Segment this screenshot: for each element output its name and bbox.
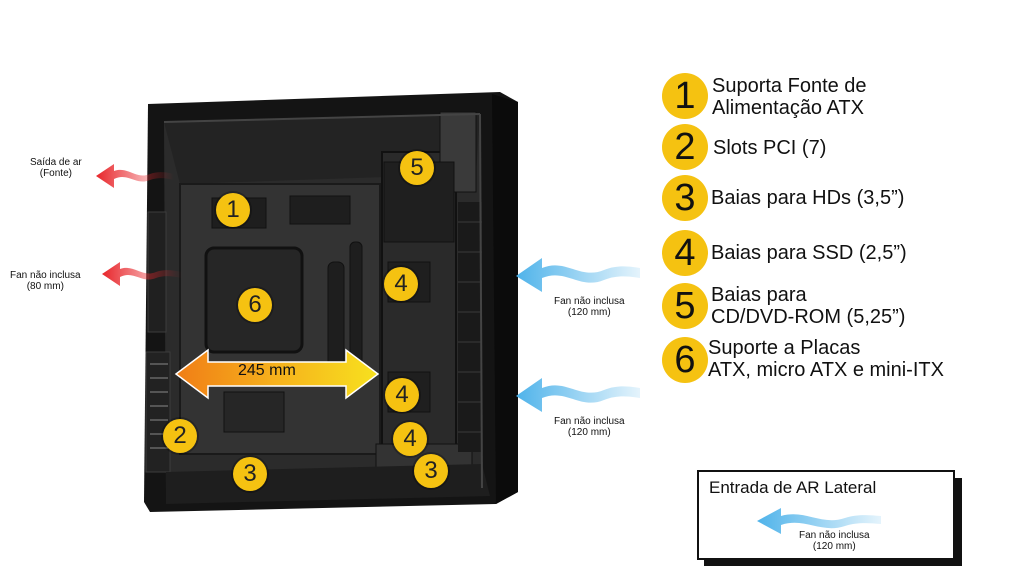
marker-3a: 3 [233,457,267,491]
marker-4a: 4 [384,267,418,301]
side-intake-box: Entrada de AR Lateral Fan não inclusa (1… [697,470,955,560]
side-intake-arrow [757,508,881,534]
measurement-arrow [174,348,380,400]
marker-3b: 3 [414,454,448,488]
marker-4b: 4 [385,378,419,412]
rear-fan-label: Fan não inclusa (80 mm) [10,270,81,292]
legend-text-6: Suporte a Placas ATX, micro ATX e mini-I… [708,337,944,381]
intake-arrow-bottom [516,378,640,412]
legend-badge-1: 1 [662,73,708,119]
legend-text-1: Suporta Fonte de Alimentação ATX [712,75,867,119]
legend-text-4: Baias para SSD (2,5”) [711,242,907,264]
marker-5: 5 [400,151,434,185]
legend-text-5: Baias para CD/DVD-ROM (5,25”) [711,284,906,328]
side-intake-title: Entrada de AR Lateral [709,478,877,497]
legend-badge-2: 2 [662,124,708,170]
front-fan-label-1: Fan não inclusa (120 mm) [554,296,625,318]
pc-case-illustration [144,92,518,512]
marker-1: 1 [216,193,250,227]
legend-text-3: Baias para HDs (3,5”) [711,187,905,209]
legend-badge-4: 4 [662,230,708,276]
side-intake-fan-label: Fan não inclusa (120 mm) [799,530,870,552]
exhaust-arrow-bottom [102,262,182,286]
marker-4c: 4 [393,422,427,456]
intake-arrow-top [516,258,640,292]
legend-text-2: Slots PCI (7) [713,137,827,159]
front-fan-label-2: Fan não inclusa (120 mm) [554,416,625,438]
marker-2: 2 [163,419,197,453]
legend-badge-3: 3 [662,175,708,221]
legend-badge-5: 5 [662,283,708,329]
legend-badge-6: 6 [662,337,708,383]
measurement-label: 245 mm [238,362,296,379]
exhaust-arrow-top [96,164,174,188]
exhaust-label: Saída de ar (Fonte) [30,157,82,179]
marker-6: 6 [238,288,272,322]
